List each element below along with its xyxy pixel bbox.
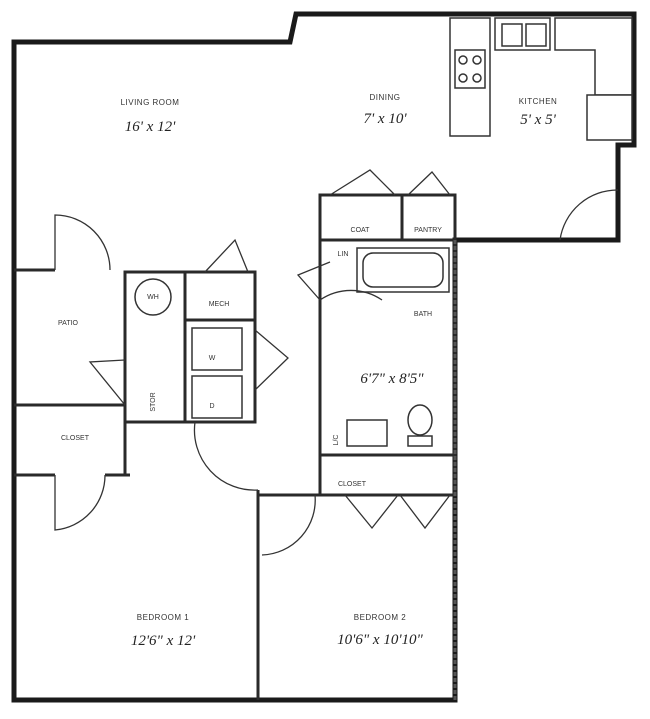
bedroom2-size: 10'6" x 10'10" [337, 632, 423, 648]
toilet [407, 404, 433, 436]
patio-walls [14, 268, 125, 477]
patio-door [54, 214, 111, 271]
patio-label: PATIO [58, 320, 79, 327]
pantry-label: PANTRY [414, 227, 442, 234]
wh-label: WH [147, 294, 159, 301]
bath-label: BATH [414, 311, 432, 318]
kitchen-fixtures [449, 17, 633, 241]
bathtub [356, 247, 450, 293]
mech-label: MECH [209, 301, 230, 308]
living-room-size: 16' x 12' [125, 119, 176, 135]
bath-size: 6'7" x 8'5" [360, 371, 424, 387]
bedroom-walls [193, 421, 320, 700]
lc-label: L/C [333, 435, 340, 446]
bedroom1-label: BEDROOM 1 [137, 613, 190, 622]
kitchen-size: 5' x 5' [520, 112, 556, 128]
bedroom2-label: BEDROOM 2 [354, 613, 407, 622]
dining-label: DINING [370, 93, 401, 102]
bath-area [296, 238, 457, 497]
utility-block [88, 238, 289, 424]
stor-label: STOR [150, 392, 157, 411]
vanity [346, 419, 388, 447]
living-room-label: LIVING ROOM [121, 98, 180, 107]
water-heater-fixture [134, 278, 172, 316]
closet2-walls [318, 453, 457, 530]
closet2-label: CLOSET [338, 481, 367, 488]
closet1-label: CLOSET [61, 435, 90, 442]
closet1-door [54, 474, 106, 531]
kitchen-label: KITCHEN [519, 97, 558, 106]
dryer-label: D [209, 403, 214, 410]
dining-size: 7' x 10' [363, 111, 407, 127]
bedroom1-size: 12'6" x 12' [131, 633, 196, 649]
lin-label: LIN [338, 251, 349, 258]
washer-label: W [209, 355, 216, 362]
coat-label: COAT [351, 227, 371, 234]
